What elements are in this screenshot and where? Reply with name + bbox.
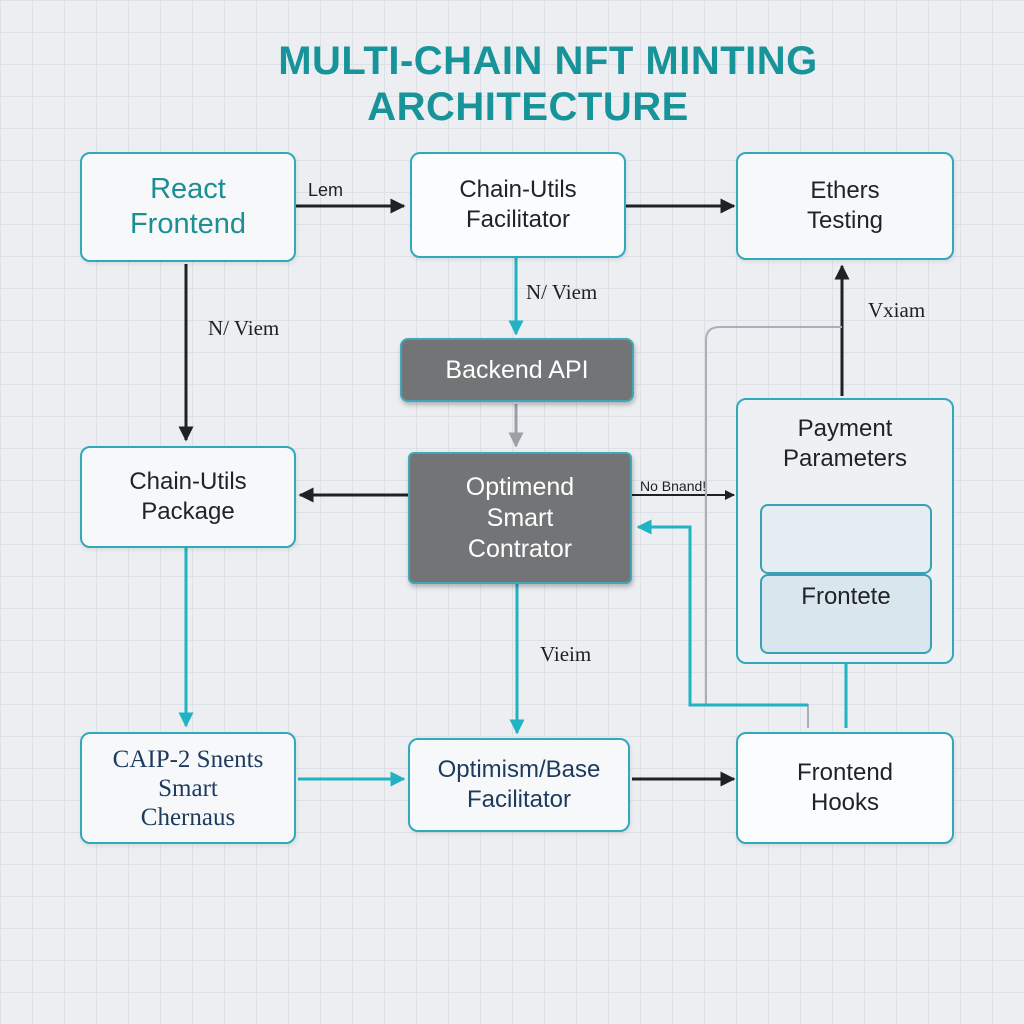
node-label: CAIP-2 Snents (112, 745, 264, 773)
node-label: Payment (797, 415, 893, 442)
node-label: Frontend (796, 759, 894, 786)
node-label: Package (141, 498, 235, 525)
node-react-frontend: React Frontend (80, 152, 296, 262)
node-frontete: Frontete (760, 574, 932, 654)
node-label: Smart (486, 503, 554, 532)
node-backend-api: Backend API (400, 338, 634, 402)
node-label: Facilitator (465, 206, 571, 233)
edge-label-nv-viem-center: N/ Viem (526, 280, 598, 304)
node-label: Chernaus (140, 803, 236, 831)
node-chain-utils-package: Chain-Utils Package (80, 446, 296, 548)
node-chain-utils-facilitator: Chain-Utils Facilitator (410, 152, 626, 258)
node-label: Frontete (801, 583, 891, 610)
diagram-title-line2: ARCHITECTURE (367, 85, 689, 129)
node-label: Chain-Utils (459, 176, 577, 203)
node-label: Testing (806, 207, 884, 234)
node-label: Chain-Utils (129, 468, 247, 495)
node-label: Parameters (782, 445, 908, 472)
edge-label-nv-viem-left: N/ Viem (208, 316, 280, 340)
edge-label-no-brand: No Bnand! (640, 478, 707, 494)
node-label: Frontend (129, 208, 247, 240)
edge-label-vxiam: Vxiam (868, 298, 926, 322)
node-label: Optimism/Base (437, 756, 601, 783)
node-caip2-snents: CAIP-2 Snents Smart Chernaus (80, 732, 296, 844)
edge-hooks-to-contrator (636, 519, 808, 707)
node-label: Ethers (810, 177, 880, 204)
node-label: Backend API (445, 355, 589, 384)
node-label: React (150, 173, 226, 205)
node-ethers-testing: Ethers Testing (736, 152, 954, 260)
node-optimend-smart-contrator: Optimend Smart Contrator (408, 452, 632, 584)
node-label: Facilitator (466, 786, 572, 813)
edge-label-vieim: Vieim (540, 642, 592, 666)
node-label: Smart (158, 774, 218, 802)
node-label: Contrator (467, 534, 573, 563)
node-optimism-base-facilitator: Optimism/Base Facilitator (408, 738, 630, 832)
edge-label-lem: Lem (308, 180, 344, 200)
payment-parameters-slot (760, 504, 932, 574)
node-label: Optimend (465, 472, 575, 501)
diagram-title-line1: MULTI-CHAIN NFT MINTING (278, 39, 818, 83)
node-label: Hooks (810, 789, 880, 816)
node-frontend-hooks: Frontend Hooks (736, 732, 954, 844)
edge-gray-loop (705, 326, 842, 728)
